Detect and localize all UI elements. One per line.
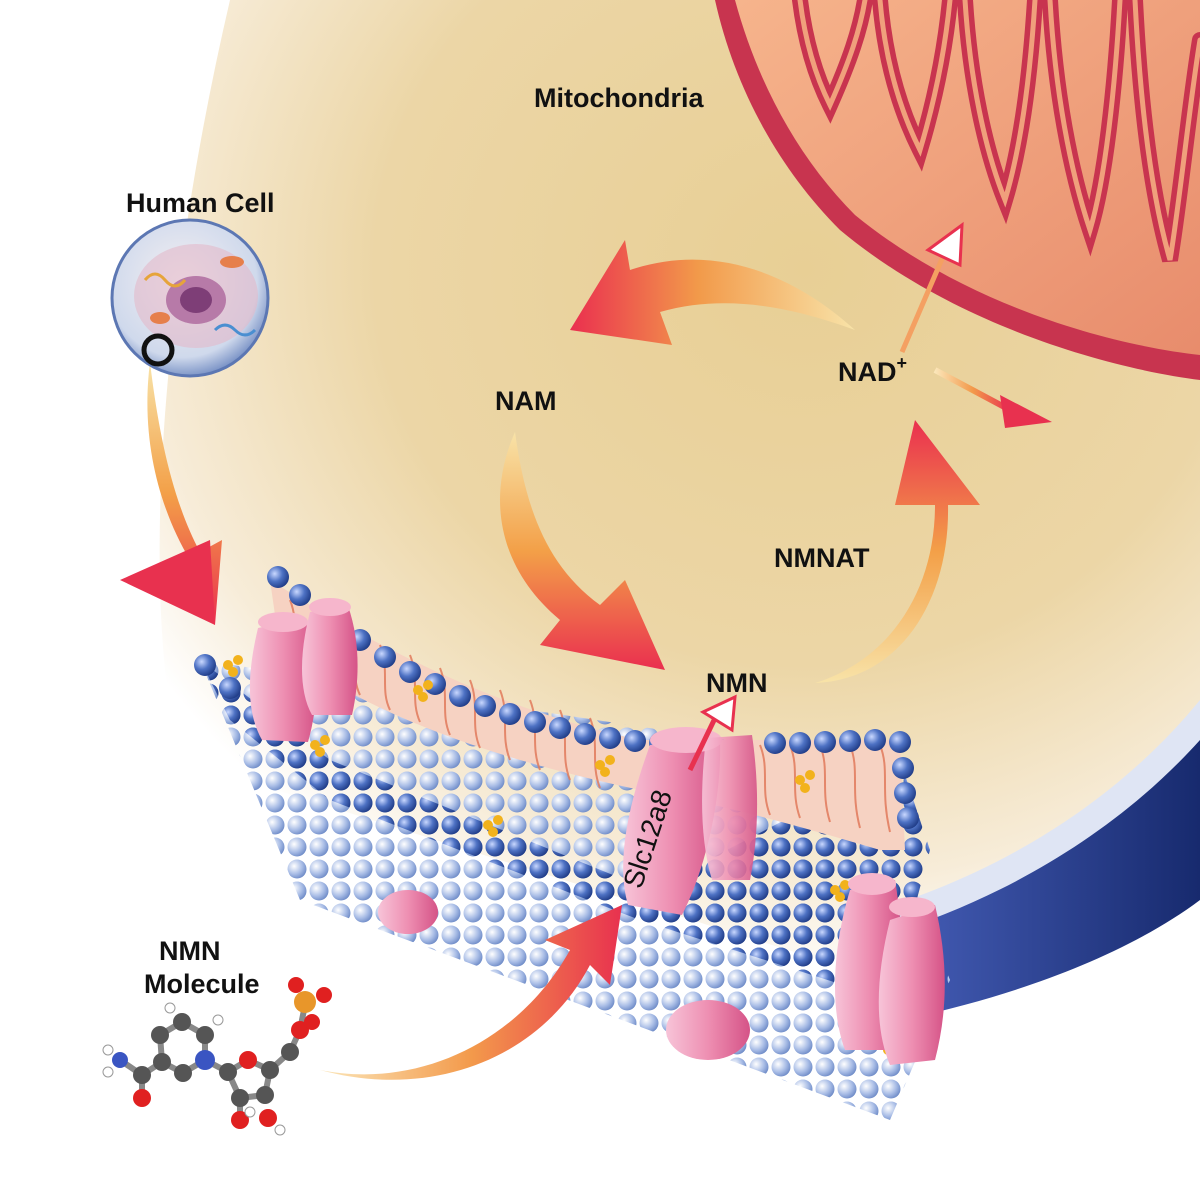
mitochondria-label: Mitochondria — [534, 83, 704, 113]
cell-zoom-arrow — [120, 362, 222, 625]
cholesterol-clusters — [223, 655, 903, 1055]
nmn-to-nad-arrow — [815, 420, 980, 683]
nam-to-nmn-arrow — [500, 432, 665, 670]
nmn-molecule-label-line1: NMN — [159, 936, 221, 966]
embedded-protein — [666, 1000, 750, 1060]
molecule-model-icon — [102, 977, 332, 1136]
molecule-to-transporter-arrow — [320, 905, 622, 1080]
transmembrane-protein-right — [834, 873, 945, 1065]
zoom-ring — [141, 333, 175, 367]
transmembrane-protein-left — [249, 598, 358, 742]
nad-to-nam-arrow — [570, 240, 855, 345]
cell-illustration-icon — [110, 218, 270, 378]
nad-label: NAD+ — [838, 353, 907, 387]
nmn-label: NMN — [706, 668, 768, 698]
nad-charge-superscript: + — [897, 353, 908, 373]
human-cell-label: Human Cell — [126, 188, 275, 218]
nam-label: NAM — [495, 386, 557, 416]
nmnat-label: NMNAT — [774, 543, 870, 573]
nad-to-mitochondria-arrow — [899, 221, 964, 353]
nad-label-text: NAD — [838, 357, 897, 387]
nad-to-cytoplasm-arrow — [933, 367, 1052, 428]
slc12a8-transport-arrow — [687, 694, 737, 772]
nmn-molecule-label-line2: Molecule — [144, 969, 260, 999]
mitochondria — [715, 0, 1200, 380]
embedded-protein — [378, 890, 438, 934]
